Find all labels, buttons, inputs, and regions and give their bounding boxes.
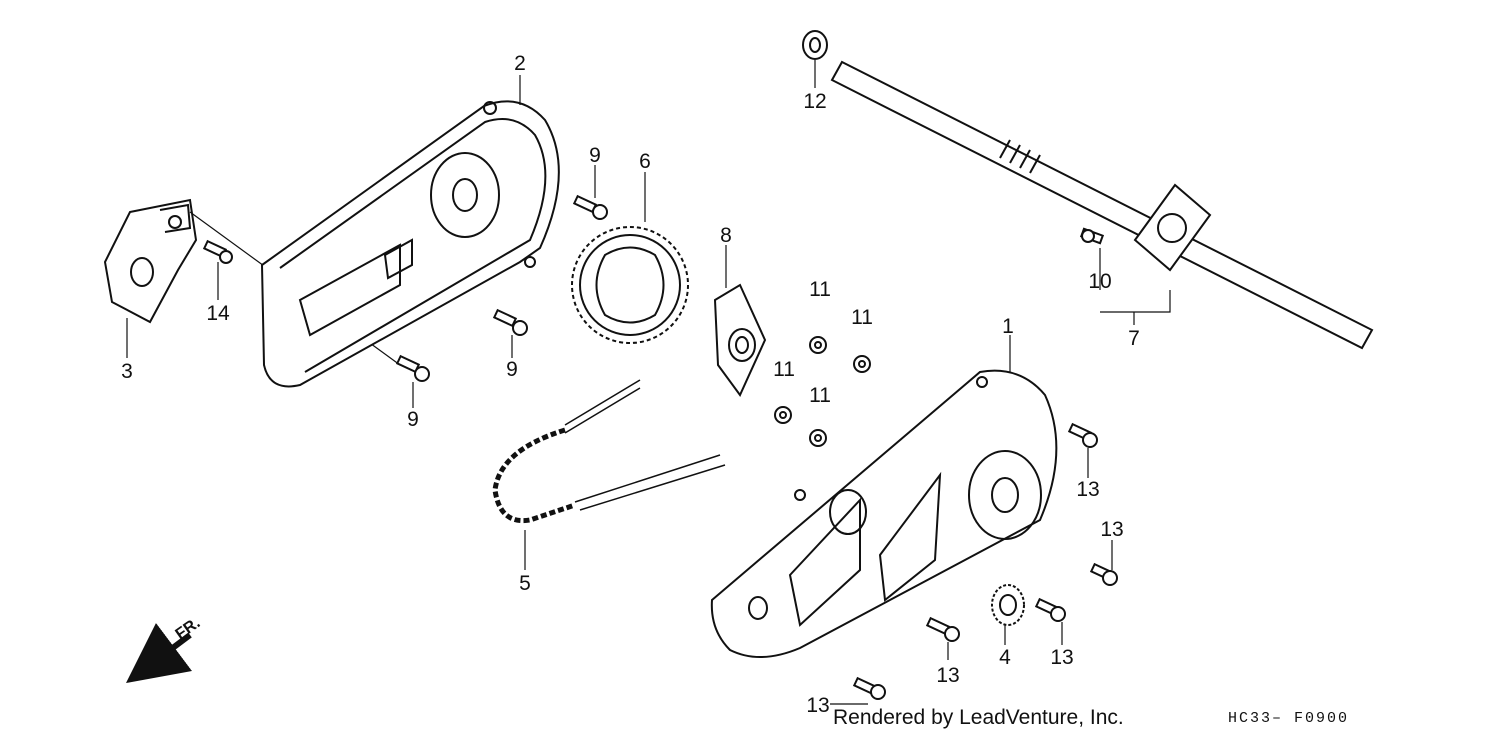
- chain-guide-lines: [564, 379, 726, 511]
- part-chain-case-left-2: [260, 100, 560, 388]
- callout-13-d: 13: [936, 664, 959, 687]
- part-drive-chain-5: [492, 427, 576, 524]
- part-washer-12: [802, 30, 828, 60]
- part-sprocket-6: [571, 226, 689, 344]
- callout-13-e: 13: [806, 694, 829, 717]
- callout-9-left: 9: [407, 408, 419, 431]
- callout-11-b: 11: [851, 306, 873, 329]
- part-chain-case-right-1: [710, 369, 1058, 659]
- part-plate-3: [103, 198, 198, 324]
- part-axle-7: [830, 60, 1374, 350]
- callout-4: 4: [999, 646, 1011, 669]
- callout-2: 2: [514, 52, 526, 75]
- credit-text: Rendered by LeadVenture, Inc.: [833, 706, 1124, 729]
- callout-13-a: 13: [1076, 478, 1099, 501]
- callout-10: 10: [1088, 270, 1111, 293]
- callout-numbers: 1 2 3 4 5 6 7 8 9 9 9 10 11 11 11 11 12 …: [121, 52, 1140, 717]
- front-direction-arrow: FR.: [126, 615, 204, 683]
- callout-11-a: 11: [809, 278, 831, 301]
- fr-label: FR.: [173, 615, 204, 644]
- callout-1: 1: [1002, 315, 1014, 338]
- callout-13-b: 13: [1100, 518, 1123, 541]
- callout-3: 3: [121, 360, 133, 383]
- callout-11-d: 11: [809, 384, 831, 407]
- callout-9-top: 9: [589, 144, 601, 167]
- callout-9-mid: 9: [506, 358, 518, 381]
- callout-7: 7: [1128, 327, 1140, 350]
- callout-14: 14: [206, 302, 230, 325]
- callout-leaders: [126, 60, 1171, 705]
- callout-6: 6: [639, 150, 651, 173]
- callout-8: 8: [720, 224, 732, 247]
- part-gear-4: [991, 584, 1025, 626]
- callout-5: 5: [519, 572, 531, 595]
- callout-11-c: 11: [773, 358, 795, 381]
- callout-13-c: 13: [1050, 646, 1073, 669]
- fasteners: [202, 194, 1118, 700]
- callout-12: 12: [803, 90, 826, 113]
- diagram-code: HC33– F0900: [1228, 710, 1349, 727]
- part-bearing-holder-8: [713, 283, 767, 397]
